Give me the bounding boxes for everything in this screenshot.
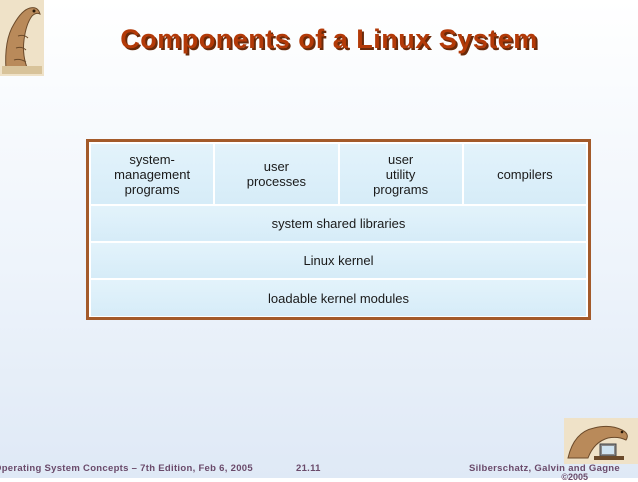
linux-kernel-layer: Linux kernel — [91, 243, 586, 280]
slide-title: Components of a Linux System — [120, 24, 538, 54]
user-utility-programs-cell: user utility programs — [340, 144, 464, 204]
footer-course-title: Operating System Concepts – 7th Edition,… — [0, 463, 253, 474]
system-management-programs-cell: system- management programs — [91, 144, 216, 204]
user-processes-cell: user processes — [215, 144, 340, 204]
compilers-cell: compilers — [497, 166, 553, 182]
kernel-modules-layer: loadable kernel modules — [91, 280, 586, 316]
user-space-row: system- management programs user process… — [91, 144, 586, 206]
dinosaur-computer-illustration-icon — [564, 418, 638, 464]
footer-slide-number: 21.11 — [296, 463, 321, 474]
shared-libraries-layer: system shared libraries — [91, 206, 586, 243]
footer-authors: Silberschatz, Galvin and Gagne — [468, 463, 620, 474]
dinosaur-illustration-icon — [0, 0, 44, 76]
linux-components-diagram: system- management programs user process… — [86, 139, 591, 320]
footer-copyright: ©2005 — [561, 472, 588, 482]
